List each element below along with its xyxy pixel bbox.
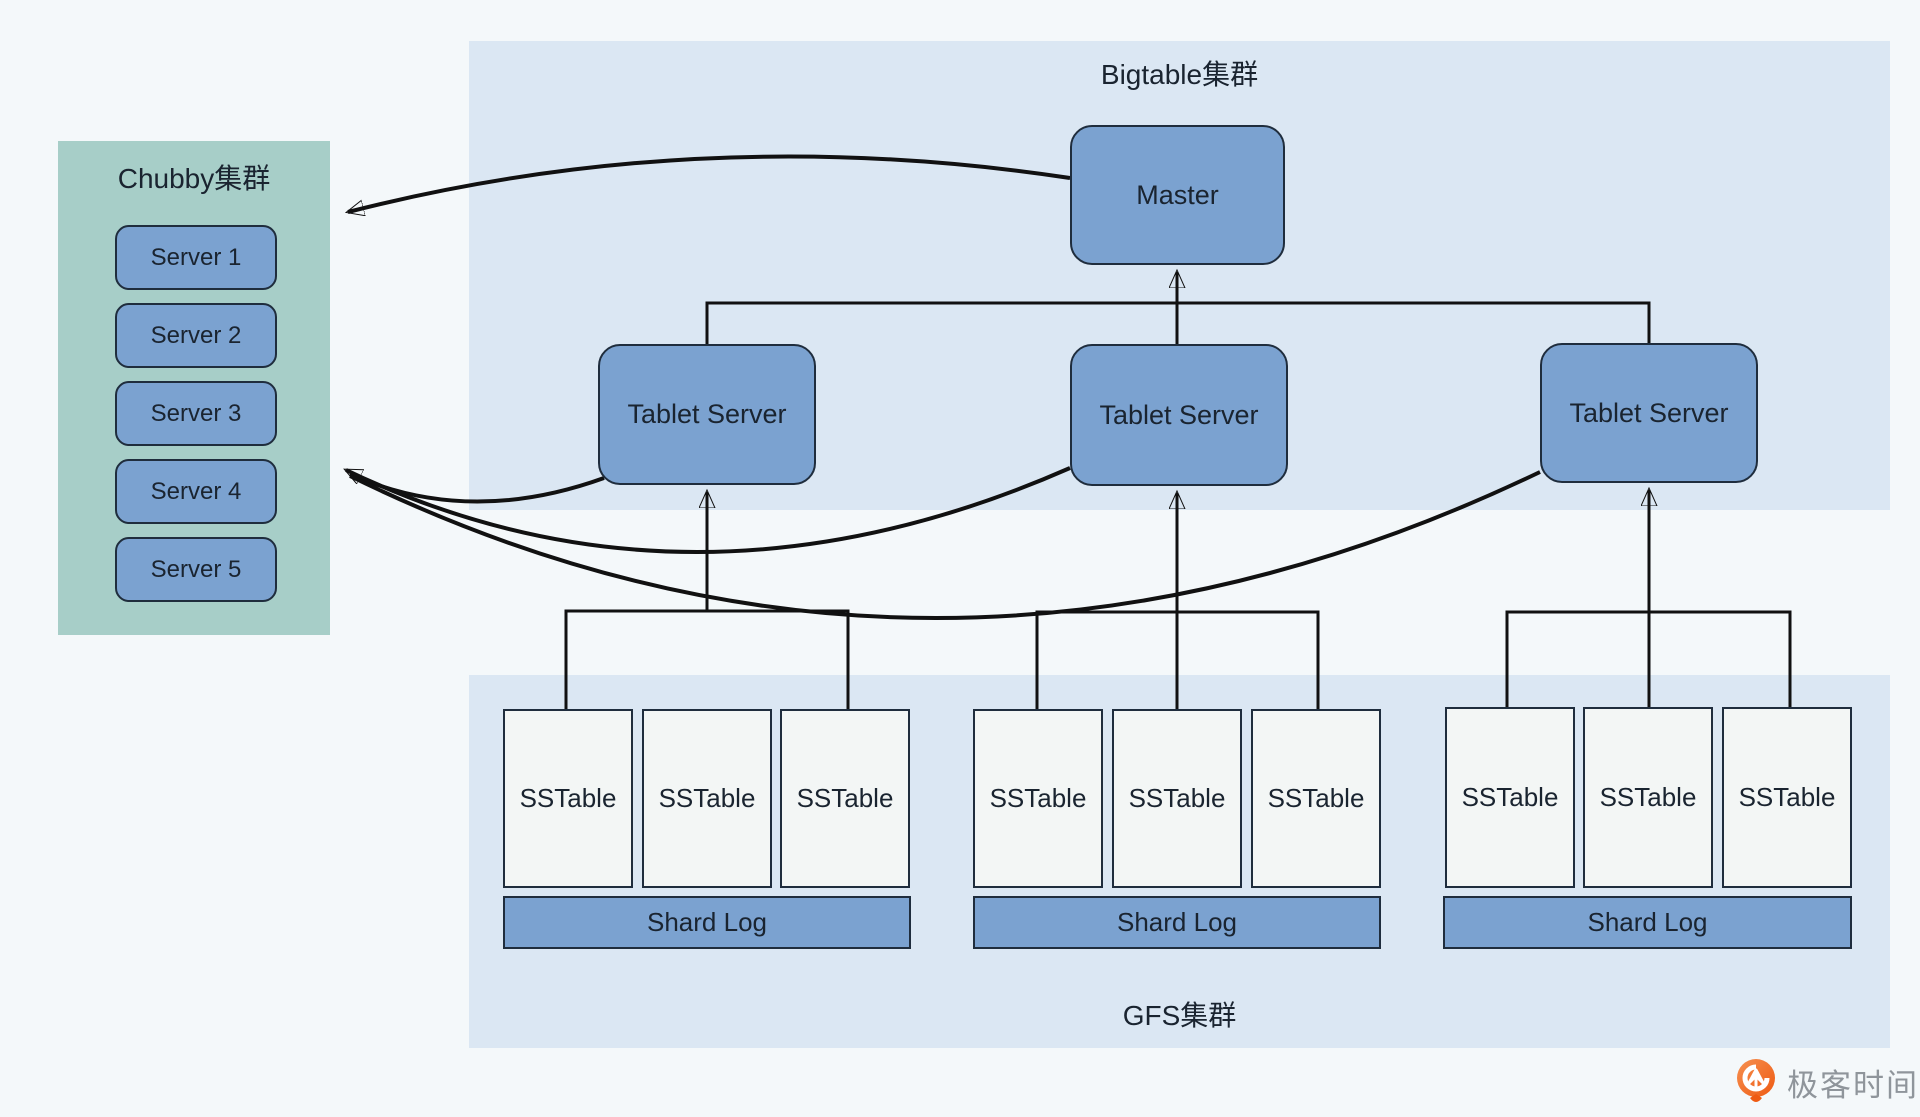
gfs-group1-bracket — [564, 609, 850, 711]
sstable-g2-1: SSTable — [973, 709, 1103, 888]
chubby-server-3: Server 3 — [115, 381, 277, 446]
sstable-g1-3: SSTable — [780, 709, 910, 888]
sstable-g1-2: SSTable — [642, 709, 772, 888]
chubby-server-5: Server 5 — [115, 537, 277, 602]
chubby-cluster-title: Chubby集群 — [117, 163, 271, 194]
tablet-server-node-2: Tablet Server — [1070, 344, 1288, 486]
bigtable-cluster-title: Bigtable集群 — [1100, 59, 1259, 90]
tablet3-to-chubby-curve — [349, 470, 1541, 620]
master-to-chubby-arrow — [348, 154, 1071, 212]
chubby-server-2: Server 2 — [115, 303, 277, 368]
chubby-server-1: Server 1 — [115, 225, 277, 290]
sstable-g3-2: SSTable — [1583, 707, 1713, 888]
tablet-server-node-1: Tablet Server — [598, 344, 816, 485]
sstable-g3-1: SSTable — [1445, 707, 1575, 888]
sstable-g2-2: SSTable — [1112, 709, 1242, 888]
master-node: Master — [1070, 125, 1285, 265]
shard-log-g1: Shard Log — [503, 896, 911, 949]
brand-name: 极客时间 — [1787, 1067, 1919, 1103]
sstable-g3-3: SSTable — [1722, 707, 1852, 888]
brand-watermark: 极客时间 — [1735, 1058, 1919, 1106]
sstable-g1-1: SSTable — [503, 709, 633, 888]
tablet2-to-chubby-arrow — [346, 466, 1071, 554]
tablet-server-node-3: Tablet Server — [1540, 343, 1758, 483]
gfs-cluster-title: GFS集群 — [1122, 1000, 1237, 1031]
chubby-server-4: Server 4 — [115, 459, 277, 524]
sstable-g2-3: SSTable — [1251, 709, 1381, 888]
geektime-logo-icon — [1735, 1058, 1777, 1106]
shard-log-g2: Shard Log — [973, 896, 1381, 949]
shard-log-g3: Shard Log — [1443, 896, 1852, 949]
